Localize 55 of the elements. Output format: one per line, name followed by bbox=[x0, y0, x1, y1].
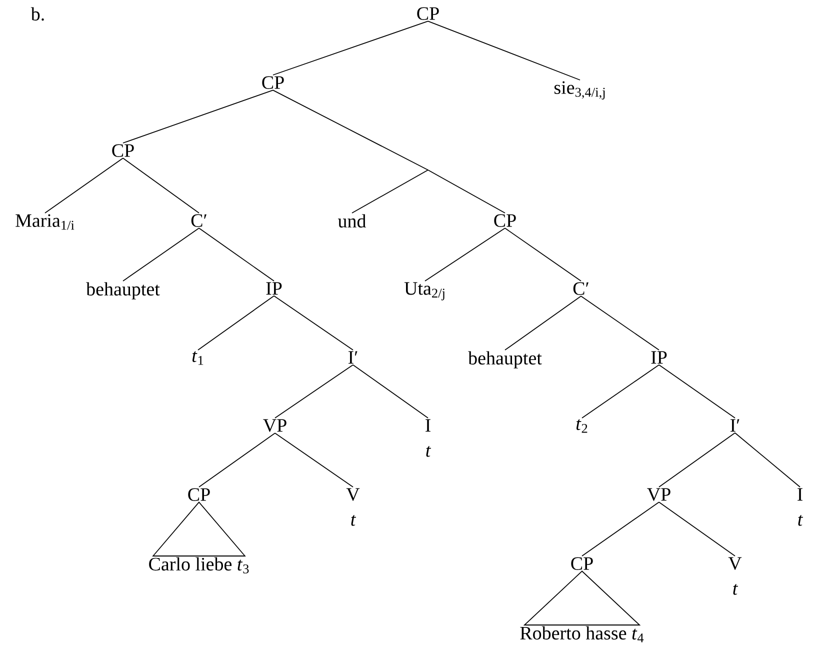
tree-label: IP bbox=[651, 351, 667, 364]
tree-label: CP bbox=[494, 214, 516, 227]
tree-label: CP bbox=[112, 144, 134, 157]
branch-line bbox=[734, 432, 800, 488]
branch-line bbox=[272, 20, 428, 76]
tree-label: Carlo liebe t$_{3}$ bbox=[149, 557, 249, 574]
branch-line bbox=[198, 228, 274, 282]
tree-label: Roberto hasse t$_{4}$ bbox=[520, 626, 644, 642]
branch-line bbox=[274, 364, 354, 418]
tree-label: CP bbox=[188, 488, 210, 501]
tree-label: CP bbox=[571, 557, 593, 570]
tree-label: t$_{1}$ bbox=[192, 351, 204, 365]
branch-line bbox=[428, 20, 580, 80]
tree-label: IP bbox=[266, 282, 282, 295]
branch-line bbox=[504, 228, 582, 282]
branch-line bbox=[122, 90, 274, 144]
branch-line bbox=[274, 295, 354, 350]
branch-line bbox=[658, 432, 736, 488]
branch-line bbox=[122, 158, 200, 214]
tree-label: CP bbox=[262, 76, 284, 89]
tree-label: sie$_{3,4/i,j}$ bbox=[554, 81, 605, 100]
branch-line bbox=[274, 432, 354, 488]
tree-label: CP bbox=[417, 7, 439, 20]
tree-label: Maria$_{1/i}$ bbox=[16, 214, 74, 230]
branch-line bbox=[198, 432, 276, 488]
tree-label: I t bbox=[798, 488, 804, 526]
branch-line bbox=[504, 296, 582, 350]
branch-line bbox=[658, 364, 736, 418]
branch-line bbox=[580, 296, 660, 350]
branch-line bbox=[198, 295, 274, 350]
branch-line bbox=[658, 502, 736, 556]
branch-line bbox=[122, 228, 200, 282]
tree-label: VP bbox=[263, 419, 286, 432]
branch-line bbox=[582, 364, 660, 418]
tree-label: und bbox=[338, 214, 366, 228]
example-letter: b. bbox=[30, 7, 44, 21]
tree-label: behauptet bbox=[468, 351, 542, 368]
branch-line bbox=[352, 170, 428, 214]
tree-label: V t bbox=[728, 557, 742, 595]
tree-label: I′ bbox=[348, 351, 358, 364]
branch-line bbox=[44, 158, 124, 214]
branch-line bbox=[428, 170, 506, 214]
tree-label: VP bbox=[647, 488, 670, 501]
tree-label: C′ bbox=[573, 282, 588, 295]
branch-line bbox=[424, 228, 506, 282]
tree-label: V t bbox=[346, 488, 360, 526]
branch-line bbox=[582, 502, 660, 556]
tree-label: C′ bbox=[191, 214, 206, 227]
tree-label: I′ bbox=[730, 419, 740, 432]
branch-line bbox=[352, 364, 428, 418]
tree-label: Uta$_{2/j}$ bbox=[404, 282, 444, 300]
tree-label: t$_{2}$ bbox=[576, 419, 588, 433]
tree-label: I t bbox=[426, 419, 432, 457]
branch-line bbox=[272, 90, 428, 170]
tree-label: behauptet bbox=[86, 282, 160, 300]
